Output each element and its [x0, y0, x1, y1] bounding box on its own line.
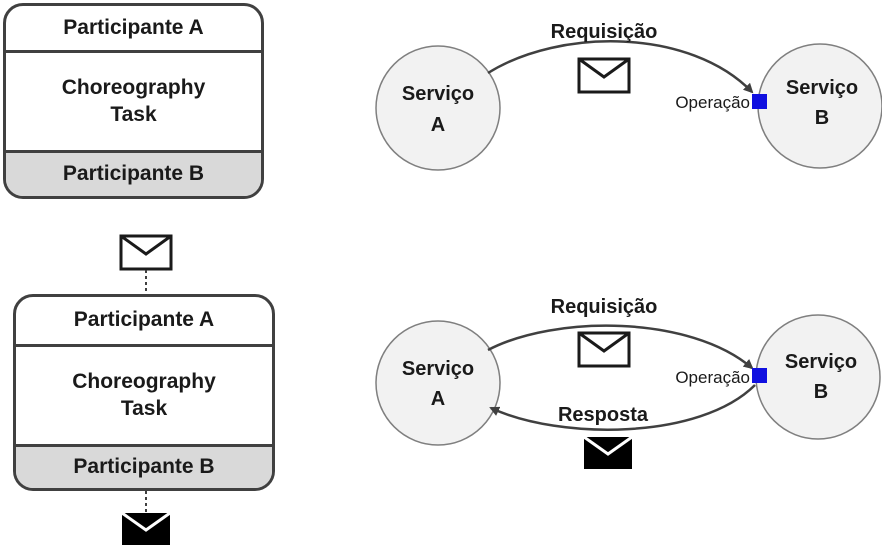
participant-b-label: Participante B: [73, 455, 215, 479]
task-name-label: Choreography Task: [61, 76, 206, 126]
participant-b-band: Participante B: [16, 447, 272, 488]
participant-a-label: Participante A: [63, 15, 204, 39]
service-a-label: Serviço: [402, 83, 474, 105]
service-b-label: Serviço: [785, 351, 857, 373]
response-label: Resposta: [558, 404, 649, 426]
request-envelope-icon: [577, 331, 631, 368]
message-envelope-icon: [119, 234, 173, 271]
service-b-circle: [757, 43, 882, 169]
response-arrow: [489, 384, 756, 431]
service-b-label: B: [815, 107, 829, 129]
service-a-label: Serviço: [402, 358, 474, 380]
operation-port: [752, 368, 767, 383]
participant-a-band: Participante A: [16, 297, 272, 347]
participant-a-band: Participante A: [6, 6, 261, 53]
request-label: Requisição: [551, 296, 658, 318]
choreography-task-1: Participante A Choreography Task Partici…: [3, 3, 264, 199]
service-b-circle: [755, 314, 881, 440]
participant-a-label: Participante A: [73, 308, 215, 332]
service-a-circle: [375, 320, 501, 446]
participant-b-band: Participante B: [6, 153, 261, 196]
response-envelope-icon: [583, 435, 633, 469]
request-arrow: [487, 324, 754, 370]
request-arrow: [487, 40, 754, 94]
service-a-label: A: [431, 114, 445, 136]
operation-port: [752, 94, 767, 109]
request-label: Requisição: [551, 21, 658, 43]
choreography-task-2: Participante A Choreography Task Partici…: [13, 294, 275, 491]
operation-label: Operação: [675, 368, 750, 387]
return-message-envelope-icon: [121, 511, 171, 545]
task-name-label: Choreography Task: [72, 370, 216, 420]
service-a-label: A: [431, 388, 445, 410]
task-name-band: Choreography Task: [16, 347, 272, 447]
service-b-label: Serviço: [786, 77, 858, 99]
task-name-band: Choreography Task: [6, 53, 261, 153]
operation-label: Operação: [675, 93, 750, 112]
service-a-circle: [375, 45, 501, 171]
request-envelope-icon: [577, 57, 631, 94]
service-b-label: B: [814, 381, 828, 403]
participant-b-label: Participante B: [62, 162, 205, 186]
